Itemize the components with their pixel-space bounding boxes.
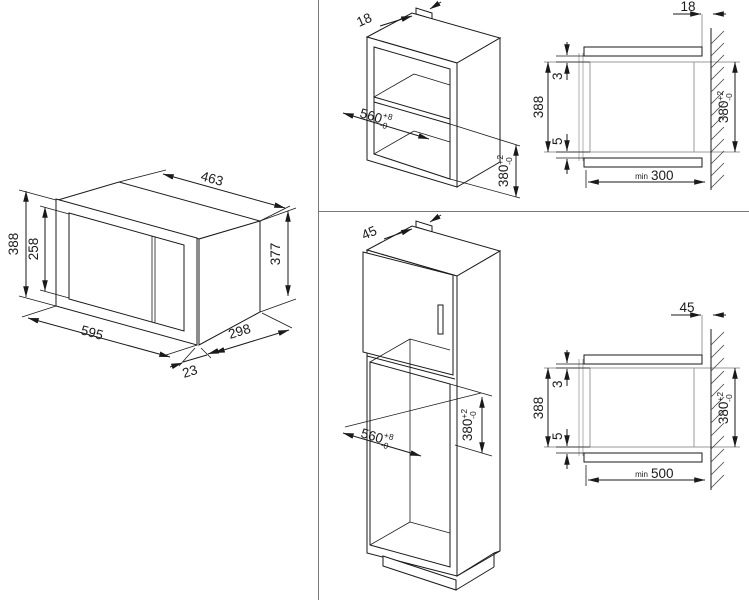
dim-label: 388 <box>6 233 21 256</box>
min-label: min <box>635 172 648 181</box>
dim-product-top-width: 463 <box>118 168 291 222</box>
dim-cabinet-niche-width: 560+8-0 <box>342 392 482 457</box>
dim-label: 380+2-0 <box>459 409 478 441</box>
dim-min-depth: min 500 <box>585 465 706 486</box>
dim-cabinet-niche-height: 380+2-0 <box>449 123 521 199</box>
dim-top-clearance: 3 <box>550 350 590 388</box>
dim-label: 500 <box>651 466 674 481</box>
niche-top-board <box>583 46 703 57</box>
appliance-outline <box>589 61 695 153</box>
door-handle <box>437 304 444 335</box>
wall-cabinet-side-view: 18 3 5 388 380+2-0 <box>531 0 740 190</box>
wall-cabinet-isometric: 18 560+8-0 380+2-0 <box>342 0 521 199</box>
dim-product-door-height: 258 <box>26 205 70 299</box>
product-isometric-view: 463 377 388 258 595 <box>6 168 297 381</box>
dim-label: 377 <box>268 243 283 266</box>
dim-label: 300 <box>651 168 674 183</box>
dim-label: 595 <box>79 322 105 342</box>
dim-label: 3 <box>550 72 565 80</box>
appliance-outline <box>589 367 695 448</box>
panel-dividers <box>318 0 749 600</box>
dim-cabinet-panel-thickness: 45 <box>359 213 442 243</box>
dim-niche-height: 380+2-0 <box>715 367 738 448</box>
dim-label: 380+2-0 <box>495 155 514 187</box>
dim-label-body-depth: 298 <box>226 321 252 342</box>
dim-appliance-height: 388 <box>531 61 551 153</box>
dim-bottom-clearance: 5 <box>550 429 590 469</box>
dim-label: 5 <box>550 432 565 440</box>
dim-wall-gap: 45 <box>671 300 726 318</box>
cabinet-right-face <box>456 37 501 188</box>
niche-bottom-board <box>583 157 703 168</box>
dim-label: 3 <box>550 380 565 388</box>
dim-label: 463 <box>199 168 225 188</box>
dim-product-depths: 23 298 <box>169 312 293 381</box>
shelf-front-top <box>373 96 451 120</box>
dim-label: 560+8-0 <box>358 424 395 452</box>
dim-cabinet-panel-thickness: 18 <box>354 0 442 30</box>
dim-label: 45 <box>359 223 379 243</box>
dim-label: 388 <box>531 397 546 420</box>
dim-product-front-width: 595 <box>21 305 198 358</box>
dim-appliance-height: 388 <box>531 367 551 448</box>
niche-bottom-board <box>583 452 703 463</box>
dim-label-frame-depth: 23 <box>180 362 199 381</box>
wall-hatching <box>710 30 725 189</box>
tall-cabinet-isometric: 45 560+8-0 380+2-0 <box>342 213 502 591</box>
dim-label: 380+2-0 <box>715 91 734 123</box>
dim-label: 258 <box>26 238 41 261</box>
dim-cabinet-niche-height: 380+2-0 <box>449 383 493 457</box>
dim-label: 5 <box>550 137 565 145</box>
dim-top-clearance: 3 <box>550 42 590 80</box>
dim-label: 388 <box>531 96 546 119</box>
cabinet-plinth <box>382 550 501 591</box>
cabinet-interior-lines <box>369 338 451 546</box>
dim-product-right-height: 377 <box>259 207 297 313</box>
wall-hatching <box>710 331 725 489</box>
dim-niche-height: 380+2-0 <box>715 61 738 153</box>
dim-min-depth: min 300 <box>585 168 706 188</box>
dim-label: 380+2-0 <box>715 392 734 424</box>
dim-label: 18 <box>680 0 695 14</box>
carcass-edge-below-door <box>366 355 456 380</box>
cabinet-opening <box>369 361 451 568</box>
dim-label: 18 <box>354 10 374 30</box>
tall-cabinet-side-view: 45 3 5 388 380+2-0 <box>531 300 740 490</box>
min-label: min <box>635 470 648 479</box>
dim-wall-gap: 18 <box>673 0 726 17</box>
dim-label: 45 <box>679 300 694 315</box>
dim-cabinet-niche-width: 560+8-0 <box>342 104 430 140</box>
dim-label: 560+8-0 <box>357 104 394 132</box>
niche-top-board <box>583 354 703 365</box>
dim-bottom-clearance: 5 <box>550 134 590 174</box>
dim-product-left-height: 388 <box>6 189 57 307</box>
